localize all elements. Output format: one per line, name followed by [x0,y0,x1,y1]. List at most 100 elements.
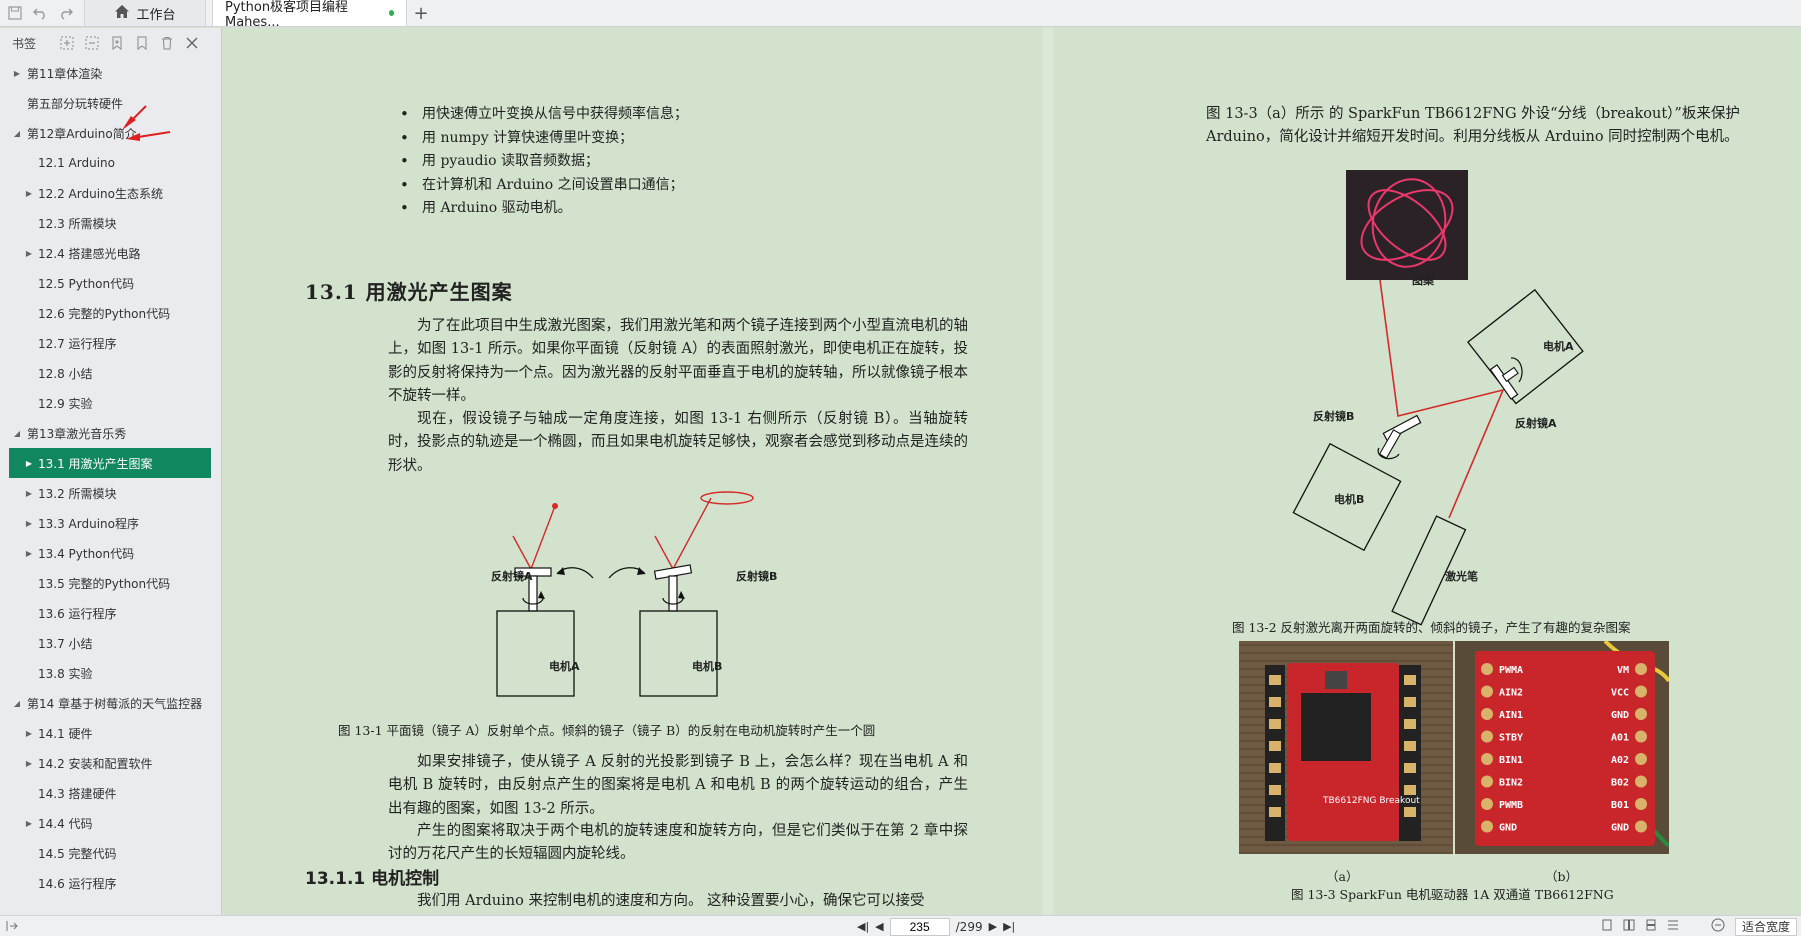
pin-label: B01 [1611,800,1629,811]
sidebar-item-label: 14.2 安装和配置软件 [38,756,153,771]
fig3-label-a: （a） [1326,869,1359,884]
section-heading: 13.1 用激光产生图案 [305,280,513,304]
pin-label: BIN1 [1499,755,1523,766]
tab-home[interactable]: 工作台 [84,0,206,26]
book-view-icon[interactable] [1667,919,1679,934]
prev-page-icon[interactable]: ◀ [875,920,884,933]
add-bookmark-icon[interactable] [110,36,124,50]
laser-path [1379,279,1505,519]
continuous-view-icon[interactable] [1645,919,1657,934]
sidebar-item[interactable]: ▶13.2 所需模块 [0,478,221,508]
sidebar-item[interactable]: 13.5 完整的Python代码 [0,568,221,598]
sidebar-item[interactable]: 14.6 运行程序 [0,868,221,898]
collapse-arrow-icon[interactable]: ◢ [13,698,21,708]
pin-pad [1481,730,1493,743]
expand-arrow-icon[interactable]: ▶ [25,758,33,768]
sidebar-item[interactable]: ▶14.1 硬件 [0,718,221,748]
sidebar-item-label: 12.9 实验 [38,396,93,411]
expand-arrow-icon[interactable]: ▶ [25,548,33,558]
double-page-view-icon[interactable] [1623,919,1635,934]
sidebar-item[interactable]: ▶13.1 用激光产生图案 [9,448,211,478]
delete-bookmark-icon[interactable] [160,36,174,50]
expand-arrow-icon[interactable]: ▶ [13,68,21,78]
sidebar-item[interactable]: 13.7 小结 [0,628,221,658]
collapse-arrow-icon[interactable]: ◢ [13,128,21,138]
pin-label: GND [1611,823,1629,834]
paragraph: 现在，假设镜子与轴成一定角度连接，如图 13-1 右侧所示（反射镜 B）。当轴旋… [388,411,968,474]
collapse-arrow-icon[interactable]: ◢ [13,428,21,438]
document-viewer[interactable]: 用快速傅立叶变换从信号中获得频率信息；用 numpy 计算快速傅里叶变换；用 p… [223,28,1801,915]
pin-label: VCC [1611,688,1629,699]
laser-beam-out [672,497,712,570]
pin-label: A02 [1611,755,1629,766]
sidebar-item[interactable]: ▶ 14.4 代码 [0,808,221,838]
tab-document[interactable]: Python极客项目编程 Mahes... [212,0,407,30]
subsection-heading: 13.1.1 电机控制 [305,869,440,889]
expand-arrow-icon[interactable]: ▶ [25,458,33,468]
page-number-input[interactable] [889,917,950,936]
expand-arrow-icon[interactable]: ▶ [25,728,33,738]
sidebar-item[interactable]: ◢第14 章基于树莓派的天气监控器 [0,688,221,718]
figure-13-1-diagram [496,491,754,697]
laser-beam-in [654,535,674,570]
pin-pad [1635,685,1647,698]
sidebar-item[interactable]: 14.3 搭建硬件 [0,778,221,808]
sidebar-item[interactable]: 12.9 实验 [0,388,221,418]
expand-arrow-icon[interactable]: ▶ [25,518,33,528]
expand-all-icon[interactable] [60,36,74,50]
sidebar-item[interactable]: ▶ 12.2 Arduino生态系统 [0,178,221,208]
pin-pad [1481,708,1493,720]
paragraph: 为了在此项目中生成激光图案，我们用激光笔和两个镜子连接到两个小型直流电机的轴上，… [388,318,968,404]
breakout-board-photo-a: TB6612FNG Breakout [1239,641,1453,854]
sidebar-item[interactable]: ◢第13章激光音乐秀 [0,418,221,448]
sidebar-item[interactable]: ▶12.4 搭建感光电路 [0,238,221,268]
sidebar-item[interactable]: 第五部分玩转硬件 [0,88,221,118]
fig2-motor-a-label: 电机A [1543,340,1574,353]
collapse-all-icon[interactable] [85,36,99,50]
save-icon[interactable] [8,6,22,20]
sidebar-item[interactable]: 12.7 运行程序 [0,328,221,358]
first-page-icon[interactable]: ◀| [857,920,870,933]
sidebar-item[interactable]: 13.8 实验 [0,658,221,688]
last-page-icon[interactable]: ▶| [1003,920,1016,933]
undo-icon[interactable] [32,6,48,20]
sidebar-item[interactable]: ▶ 14.2 安装和配置软件 [0,748,221,778]
sidebar-item[interactable]: 12.3 所需模块 [0,208,221,238]
sidebar-item[interactable]: 12.8 小结 [0,358,221,388]
sidebar-item[interactable]: ▶13.4 Python代码 [0,538,221,568]
close-sidebar-icon[interactable] [185,36,199,50]
figure-13-3-caption: 图 13-3 SparkFun 电机驱动器 1A 双通道 TB6612FNG [1291,887,1614,902]
single-page-view-icon[interactable] [1601,919,1613,934]
sidebar-item[interactable]: 13.6 运行程序 [0,598,221,628]
pin-label: A01 [1611,733,1629,744]
zoom-mode-select[interactable]: 适合宽度 [1734,917,1797,936]
expand-arrow-icon[interactable]: ▶ [25,488,33,498]
zoom-out-icon[interactable] [1711,918,1725,935]
sidebar-item[interactable]: 12.6 完整的Python代码 [0,298,221,328]
redo-icon[interactable] [58,6,74,20]
home-icon [114,4,130,23]
bookmark-child-icon[interactable] [135,36,149,50]
sidebar-item[interactable]: 14.5 完整代码 [0,838,221,868]
objective-list: 用快速傅立叶变换从信号中获得频率信息；用 numpy 计算快速傅里叶变换；用 p… [398,103,958,221]
sidebar-item[interactable]: ▶ 13.3 Arduino程序 [0,508,221,538]
sidebar-toggle-icon[interactable] [6,920,18,935]
fig1-motor-a-label: 电机A [549,660,580,673]
sidebar-item-label: 13.3 Arduino程序 [38,516,139,531]
new-tab-button[interactable]: + [407,0,435,26]
sidebar-item[interactable]: 12.1 Arduino [0,148,221,178]
expand-arrow-icon[interactable]: ▶ [25,818,33,828]
sidebar-item-label: 14.3 搭建硬件 [38,786,117,801]
pin-label: B02 [1611,778,1629,789]
expand-arrow-icon[interactable]: ▶ [25,188,33,198]
pin-label: GND [1611,710,1629,721]
sidebar-item-label: 12.2 Arduino生态系统 [38,186,163,201]
sidebar-item[interactable]: 12.5 Python代码 [0,268,221,298]
sidebar-header: 书签 [0,28,221,58]
sidebar-item-label: 14.4 代码 [38,816,93,831]
next-page-icon[interactable]: ▶ [988,920,998,933]
sidebar-item[interactable]: ◢第12章Arduino简介 [0,118,221,148]
sidebar-item[interactable]: ▶第11章体渲染 [0,58,221,88]
expand-arrow-icon[interactable]: ▶ [25,248,33,258]
